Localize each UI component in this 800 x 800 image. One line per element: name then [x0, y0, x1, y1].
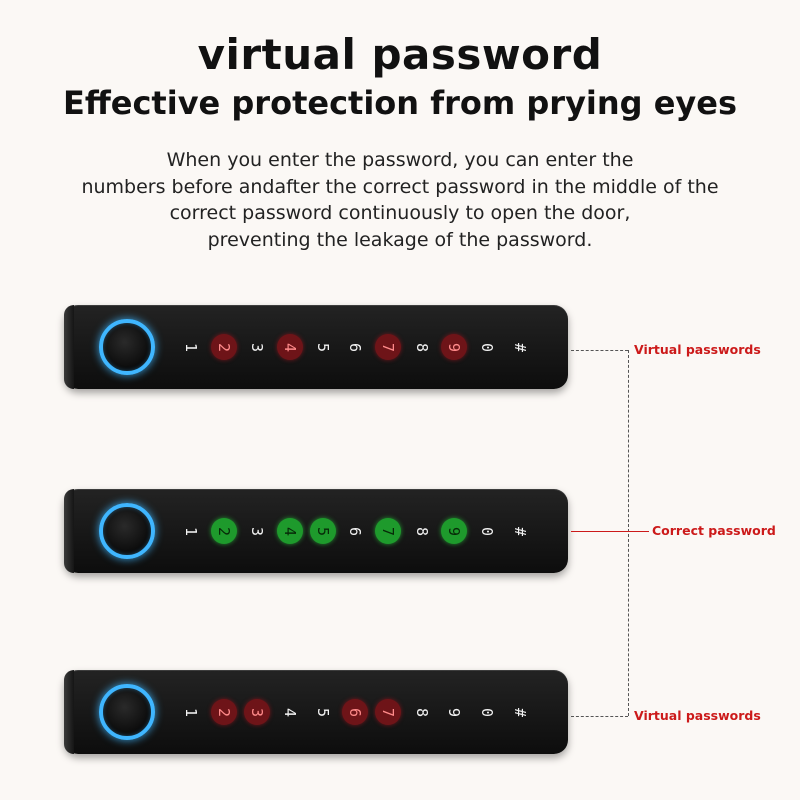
- keypad-key[interactable]: 7: [375, 699, 401, 725]
- keypad-key[interactable]: 0: [474, 699, 500, 725]
- keypad-key-digit: 7: [379, 526, 398, 536]
- keypad-key-digit: 9: [445, 526, 464, 536]
- keypad-key[interactable]: 5: [310, 518, 336, 544]
- keypad-key-digit: 7: [379, 707, 398, 717]
- leader-line-vertical: [628, 350, 629, 716]
- keypad-key-digit: 9: [445, 342, 464, 352]
- keypad-key-digit: 4: [281, 707, 300, 717]
- keypad-key[interactable]: 4: [277, 334, 303, 360]
- keypad-key-digit: 2: [215, 707, 234, 717]
- keypad-key[interactable]: 0: [474, 518, 500, 544]
- description-line: When you enter the password, you can ent…: [166, 149, 634, 171]
- keypad-key-digit: 6: [346, 342, 365, 352]
- keypad-key[interactable]: 9: [441, 518, 467, 544]
- keypad-key[interactable]: 3: [244, 518, 270, 544]
- keypad-key-digit: 2: [215, 342, 234, 352]
- keypad-key[interactable]: 5: [310, 699, 336, 725]
- keypad-key[interactable]: 3: [244, 699, 270, 725]
- door-lock-virtual-2: 1 2 3 4 5 6 7 8 9 0 #: [64, 670, 568, 754]
- keypad-key-digit: 7: [379, 342, 398, 352]
- page-subtitle: Effective protection from prying eyes: [62, 84, 738, 122]
- keypad-key-digit: 1: [182, 342, 201, 352]
- keypad-key-digit: 5: [314, 707, 333, 717]
- lock-edge: [64, 305, 74, 389]
- keypad-key[interactable]: 0: [474, 334, 500, 360]
- keypad-key-digit: 3: [248, 526, 267, 536]
- keypad-key-digit: 2: [215, 526, 234, 536]
- keypad-key[interactable]: 3: [244, 334, 270, 360]
- keypad-key-digit: 5: [314, 342, 333, 352]
- virtual-passwords-label: Virtual passwords: [634, 708, 761, 723]
- keypad-key[interactable]: 8: [409, 334, 435, 360]
- description-line: preventing the leakage of the password.: [207, 228, 593, 251]
- keypad-key-digit: 4: [281, 342, 300, 352]
- virtual-passwords-label: Virtual passwords: [634, 342, 761, 357]
- keypad-key[interactable]: 7: [375, 518, 401, 544]
- keypad-key[interactable]: 1: [178, 518, 204, 544]
- keypad-key[interactable]: 4: [277, 518, 303, 544]
- keypad-key[interactable]: 2: [211, 518, 237, 544]
- keypad-key-digit: #: [511, 526, 530, 536]
- keypad-key[interactable]: 5: [310, 334, 336, 360]
- correct-password-label: Correct password: [652, 523, 776, 538]
- keypad-key-digit: #: [511, 342, 530, 352]
- keypad-key[interactable]: 9: [441, 699, 467, 725]
- keypad-key[interactable]: 7: [375, 334, 401, 360]
- leader-line: [571, 716, 628, 717]
- keypad-key-digit: 8: [413, 342, 432, 352]
- keypad-key-digit: 1: [182, 526, 201, 536]
- keypad-key-digit: 0: [478, 526, 497, 536]
- keypad-key-digit: 0: [478, 707, 497, 717]
- keypad-key[interactable]: 8: [409, 518, 435, 544]
- keypad-key[interactable]: 1: [178, 334, 204, 360]
- keypad-key-digit: 3: [248, 707, 267, 717]
- keypad-key[interactable]: 8: [409, 699, 435, 725]
- keypad-key[interactable]: 6: [342, 518, 368, 544]
- door-lock-correct: 1 2 3 4 5 6 7 8 9 0 #: [64, 489, 568, 573]
- keypad-key[interactable]: 9: [441, 334, 467, 360]
- keypad-key-digit: 5: [314, 526, 333, 536]
- keypad-key[interactable]: #: [507, 699, 533, 725]
- keypad-key-digit: 3: [248, 342, 267, 352]
- lock-edge: [64, 670, 74, 754]
- keypad-key-digit: 6: [346, 526, 365, 536]
- keypad-key-digit: 8: [413, 707, 432, 717]
- keypad-key-digit: 1: [182, 707, 201, 717]
- page-title: virtual password: [197, 30, 603, 79]
- fingerprint-scanner-icon[interactable]: [99, 503, 155, 559]
- lock-edge: [64, 489, 74, 573]
- keypad-key-digit: #: [511, 707, 530, 717]
- keypad-key-digit: 0: [478, 342, 497, 352]
- fingerprint-scanner-icon[interactable]: [99, 684, 155, 740]
- keypad-key[interactable]: 6: [342, 334, 368, 360]
- leader-line: [571, 350, 628, 351]
- description-line: correct password continuously to open th…: [169, 202, 631, 224]
- description-line: numbers before andafter the correct pass…: [81, 175, 719, 198]
- keypad-key[interactable]: 6: [342, 699, 368, 725]
- keypad-key[interactable]: 2: [211, 334, 237, 360]
- correct-leader-line: [571, 531, 649, 532]
- keypad-key[interactable]: 2: [211, 699, 237, 725]
- keypad-key-digit: 9: [445, 707, 464, 717]
- fingerprint-scanner-icon[interactable]: [99, 319, 155, 375]
- keypad-key-digit: 6: [346, 707, 365, 717]
- description: When you enter the password, you can ent…: [20, 147, 780, 253]
- keypad-key[interactable]: 1: [178, 699, 204, 725]
- keypad-key[interactable]: #: [507, 518, 533, 544]
- door-lock-virtual-1: 1 2 3 4 5 6 7 8 9 0 #: [64, 305, 568, 389]
- keypad-key[interactable]: #: [507, 334, 533, 360]
- keypad-key-digit: 8: [413, 526, 432, 536]
- keypad-key-digit: 4: [281, 526, 300, 536]
- keypad-key[interactable]: 4: [277, 699, 303, 725]
